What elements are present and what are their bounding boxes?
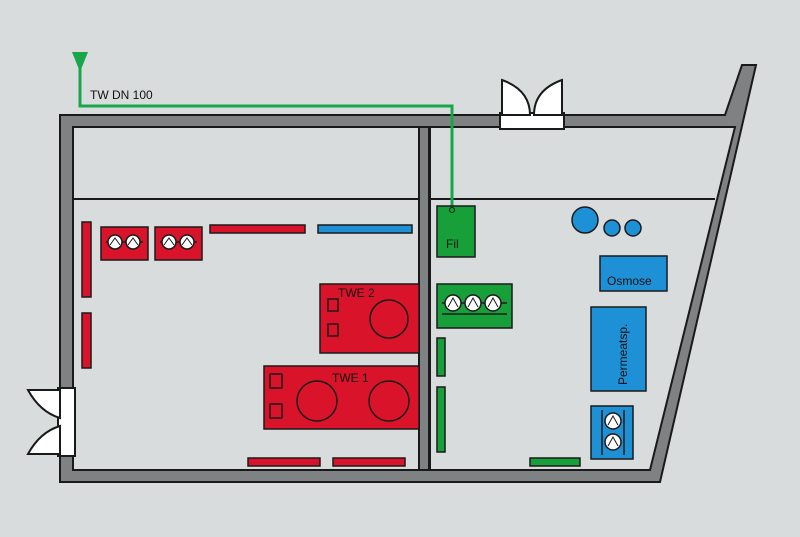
- pump-icon: [161, 234, 177, 250]
- pump-icon: [484, 294, 502, 312]
- twe2-label: TWE 2: [338, 286, 375, 300]
- pipe-label: TW DN 100: [90, 88, 153, 102]
- pump-icon: [604, 433, 622, 451]
- pump-icon: [125, 234, 141, 250]
- twe1-label: TWE 1: [332, 371, 369, 385]
- pump-group-2: [154, 226, 203, 261]
- pump-icon: [464, 294, 482, 312]
- pump-icon: [444, 294, 462, 312]
- permeate-tank-label: Permeatsp.: [616, 324, 630, 385]
- pump-icon: [179, 234, 195, 250]
- permeate-tank: Permeatsp.: [590, 306, 647, 392]
- blue-tanks: [571, 206, 642, 237]
- door-opening-top: [499, 112, 565, 130]
- pump-group-1: [100, 226, 149, 261]
- twe2-unit: TWE 2: [319, 283, 420, 354]
- pump-group-blue: [590, 405, 634, 460]
- pipe-inlet-icon: [72, 52, 88, 72]
- building-walls: [57, 64, 758, 483]
- pump-group-green: [436, 283, 513, 329]
- red-pipes: [81, 221, 406, 467]
- pump-icon: [107, 234, 123, 250]
- filter-unit: Fil: [436, 205, 476, 258]
- pipe-line: [78, 68, 454, 210]
- pump-icon: [604, 412, 622, 430]
- door-left: [26, 389, 61, 455]
- osmose-unit: Osmose: [599, 255, 668, 292]
- inner-wall-vertical: [418, 126, 430, 471]
- filter-label: Fil: [446, 237, 459, 251]
- twe1-unit: TWE 1: [263, 365, 420, 430]
- osmose-label: Osmose: [607, 274, 652, 288]
- blue-pipe: [317, 224, 413, 234]
- green-pipes: [436, 337, 581, 467]
- door-opening-left: [57, 387, 76, 457]
- door-top: [501, 78, 563, 116]
